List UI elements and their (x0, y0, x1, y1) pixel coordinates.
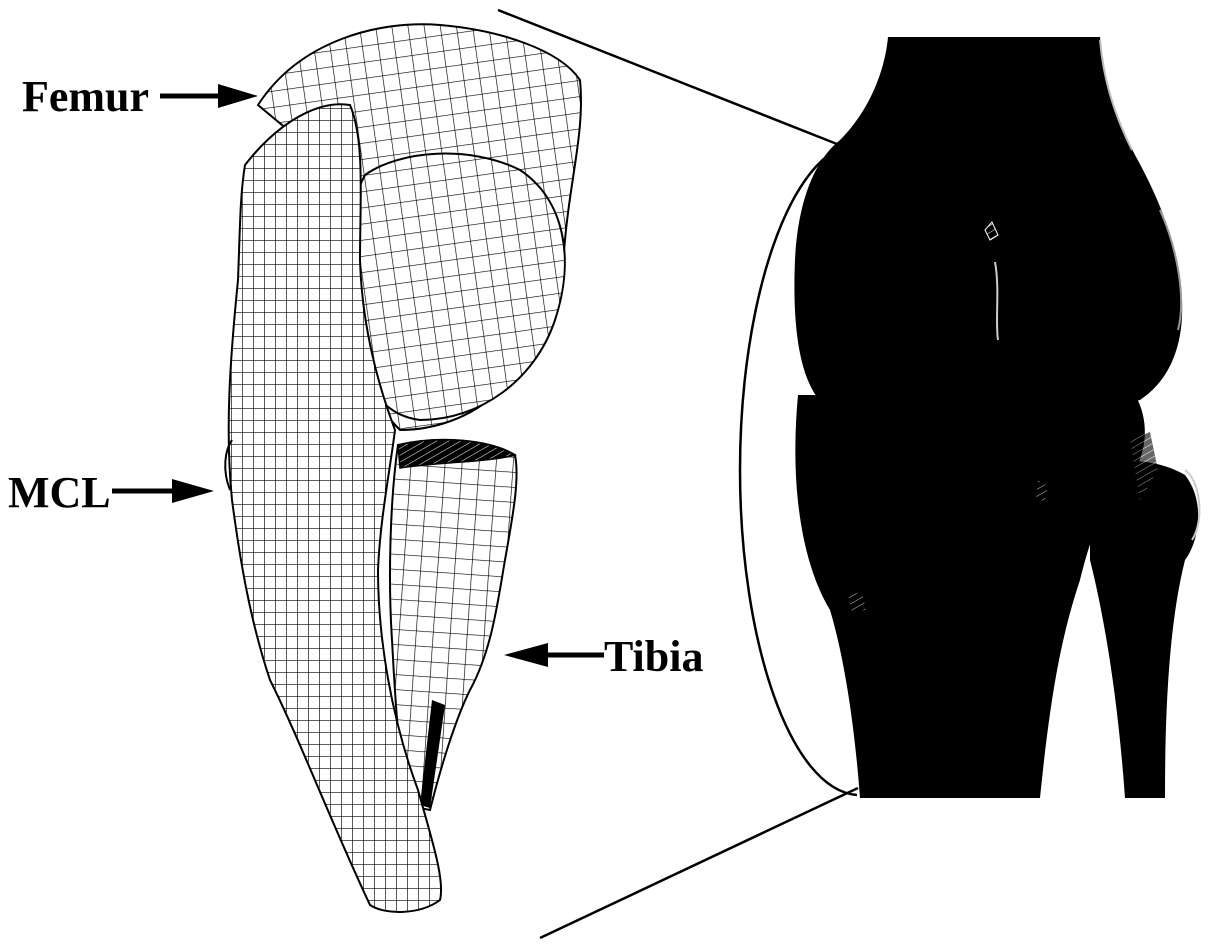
knee-model (794, 37, 1199, 798)
femur-label: Femur (22, 75, 149, 119)
tibia-solid (795, 395, 1144, 798)
tibia-label: Tibia (604, 635, 703, 679)
left-arrow-icon (504, 643, 604, 667)
tibia-mesh (390, 440, 517, 810)
right-arrow-icon (112, 479, 214, 503)
zoom-line-bottom (540, 788, 858, 938)
right-arrow-icon (160, 84, 258, 108)
femur-solid (794, 37, 1182, 410)
mesh-model (225, 24, 581, 912)
mcl-label: MCL (8, 471, 111, 515)
condyle-mesh (351, 154, 565, 420)
fibula (1090, 461, 1198, 798)
